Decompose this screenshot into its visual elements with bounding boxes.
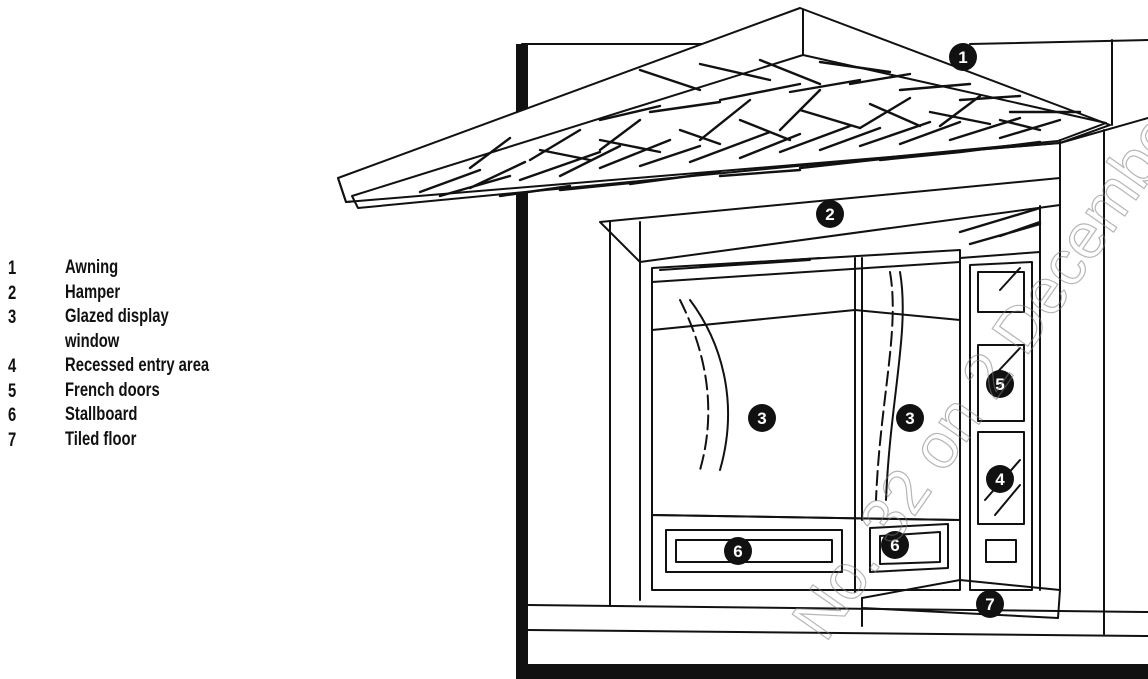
callout-label: 2 bbox=[825, 205, 834, 224]
callout-7: 7 bbox=[976, 590, 1004, 618]
callout-2: 2 bbox=[816, 200, 844, 228]
watermark-text: No. 32 on 2 December bbox=[778, 83, 1148, 652]
callout-1: 1 bbox=[949, 43, 977, 71]
callout-label: 3 bbox=[757, 409, 766, 428]
callout-label: 6 bbox=[733, 542, 742, 561]
callout-label: 1 bbox=[958, 48, 967, 67]
callout-3a: 3 bbox=[748, 404, 776, 432]
callout-4: 4 bbox=[986, 465, 1014, 493]
callout-6a: 6 bbox=[724, 537, 752, 565]
callout-label: 4 bbox=[995, 470, 1005, 489]
callout-label: 7 bbox=[985, 595, 994, 614]
